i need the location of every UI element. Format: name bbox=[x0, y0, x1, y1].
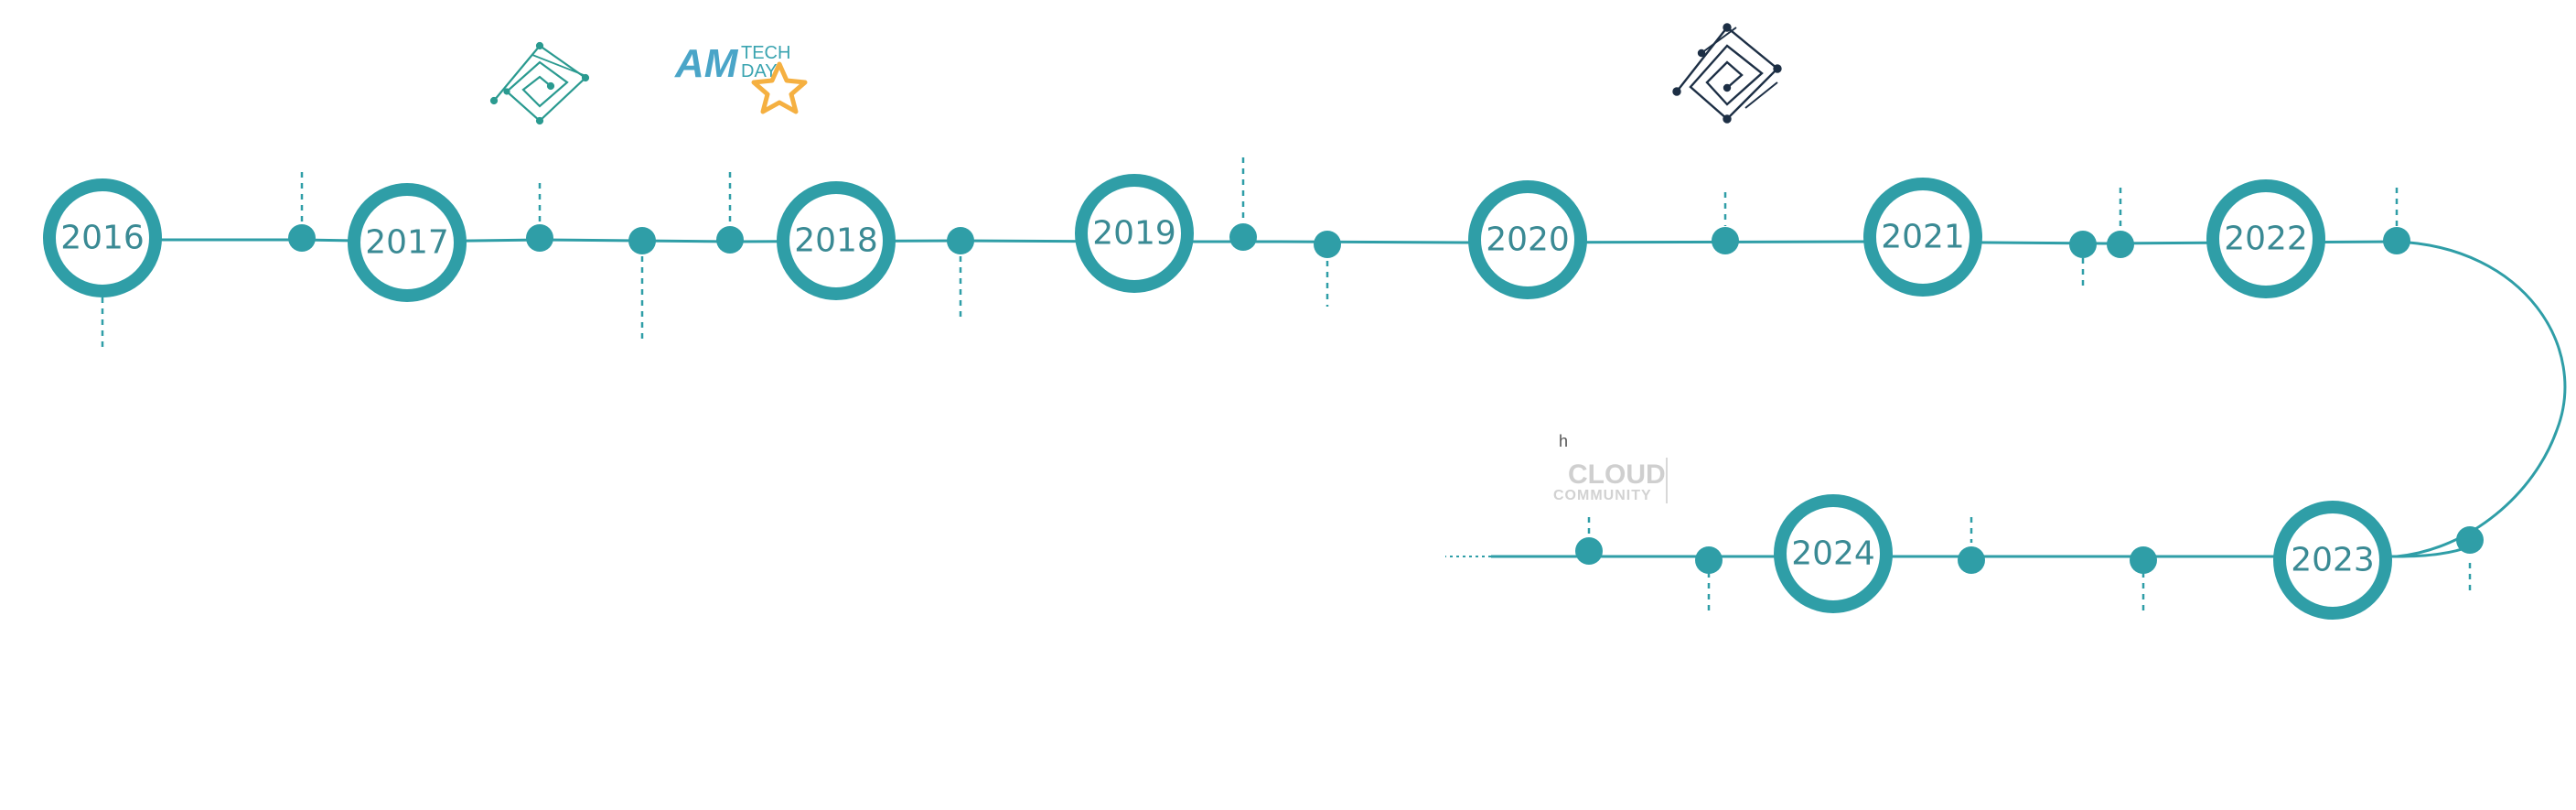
dashed-ticks bbox=[101, 157, 2472, 615]
circuit-spiral-dark-icon bbox=[1672, 23, 1782, 124]
node-dot bbox=[1314, 231, 1341, 258]
node-dots bbox=[288, 223, 2484, 574]
node-dot bbox=[2130, 546, 2157, 574]
node-dot bbox=[947, 227, 974, 254]
year-ring-2017: 2017 bbox=[348, 183, 467, 302]
year-ring-2019: 2019 bbox=[1075, 174, 1194, 293]
year-ring-2016: 2016 bbox=[43, 178, 162, 297]
year-ring-2020: 2020 bbox=[1468, 180, 1587, 299]
node-dot bbox=[288, 224, 316, 252]
curve-connector bbox=[2396, 240, 2567, 558]
node-dot bbox=[2107, 231, 2134, 258]
circuit-spiral-teal-icon bbox=[489, 41, 590, 125]
year-ring-2018: 2018 bbox=[777, 181, 896, 300]
node-dot bbox=[1575, 537, 1603, 565]
cloud-community-community: COMMUNITY bbox=[1553, 488, 1652, 503]
am-tech-day-am: AM bbox=[674, 41, 739, 86]
timeline-path bbox=[102, 238, 2567, 558]
year-ring-2021: 2021 bbox=[1863, 178, 1982, 297]
year-label-2017: 2017 bbox=[365, 224, 449, 262]
node-dot bbox=[2383, 227, 2410, 254]
node-dot bbox=[2069, 231, 2097, 258]
node-dot bbox=[2456, 526, 2484, 554]
node-dot bbox=[628, 227, 656, 254]
node-dot bbox=[1712, 227, 1739, 254]
year-ring-2024: 2024 bbox=[1774, 494, 1893, 613]
year-label-2022: 2022 bbox=[2224, 221, 2308, 258]
year-label-2024: 2024 bbox=[1791, 535, 1875, 573]
am-tech-day-tech: TECH bbox=[741, 43, 790, 63]
year-label-2019: 2019 bbox=[1092, 215, 1176, 253]
node-dot bbox=[526, 224, 553, 252]
star-icon bbox=[751, 61, 808, 114]
year-label-2021: 2021 bbox=[1881, 219, 1965, 256]
node-dot bbox=[1229, 223, 1257, 251]
cloud-community-logo: h CLOUD COMMUNITY bbox=[1553, 432, 1668, 503]
year-label-2018: 2018 bbox=[794, 222, 878, 260]
am-tech-day-day: DAY bbox=[741, 61, 778, 81]
year-ring-2022: 2022 bbox=[2206, 179, 2325, 298]
am-tech-day-logo: AM TECH DAY bbox=[674, 41, 808, 114]
year-label-2020: 2020 bbox=[1486, 221, 1570, 259]
node-dot bbox=[1695, 546, 1723, 574]
year-label-2016: 2016 bbox=[60, 220, 145, 257]
node-dot bbox=[716, 226, 744, 254]
cloud-community-cloud: CLOUD bbox=[1568, 459, 1666, 490]
year-ring-2023: 2023 bbox=[2273, 501, 2392, 620]
year-label-2023: 2023 bbox=[2291, 542, 2375, 579]
cloud-community-prefix: h bbox=[1559, 432, 1568, 450]
node-dot bbox=[1958, 546, 1985, 574]
